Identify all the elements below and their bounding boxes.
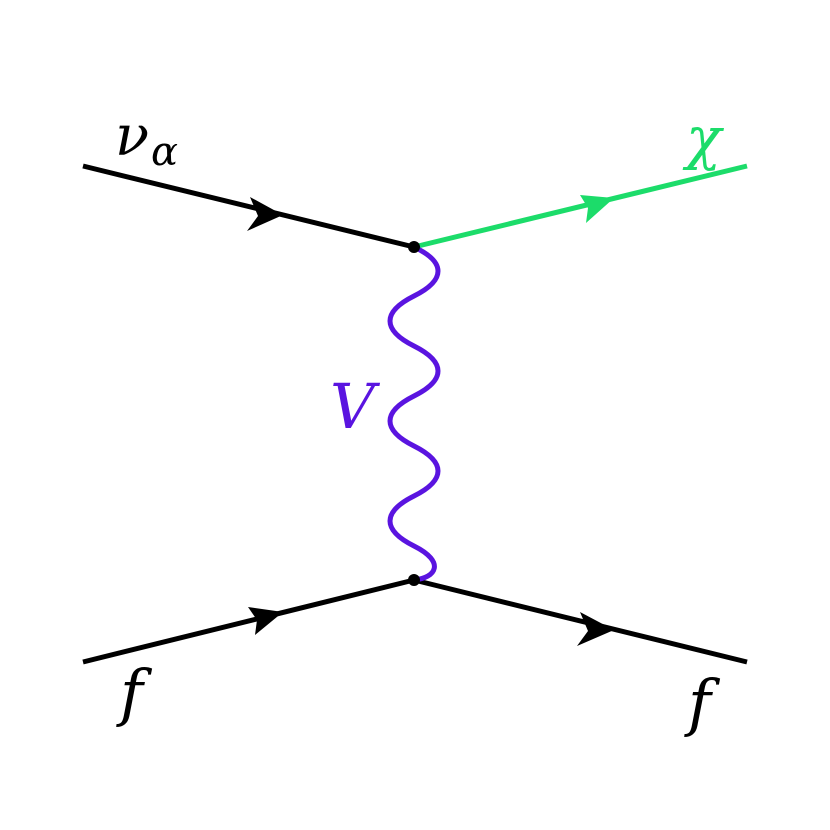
incoming-neutrino-line: [82, 163, 415, 250]
outgoing-fermion-arrow-icon: [577, 612, 614, 646]
incoming-neutrino-label: να: [115, 104, 178, 175]
outgoing-fermion-label: f: [684, 666, 721, 739]
top-vertex: [408, 241, 420, 253]
incoming-neutrino-arrow-icon: [247, 197, 283, 231]
mediator-wavy-line: [387, 244, 441, 583]
outgoing-chi-label: χ: [682, 104, 724, 172]
incoming-fermion-label: f: [116, 656, 153, 729]
bottom-vertex: [408, 574, 420, 586]
outgoing-chi-line: [413, 163, 748, 250]
incoming-fermion-line: [82, 577, 415, 665]
incoming-neutrino-subscript: α: [151, 129, 178, 175]
incoming-fermion-arrow-icon: [248, 607, 283, 635]
outgoing-chi-arrow-icon: [580, 195, 614, 223]
outgoing-fermion-line: [413, 577, 748, 665]
mediator-label: V: [330, 370, 381, 443]
